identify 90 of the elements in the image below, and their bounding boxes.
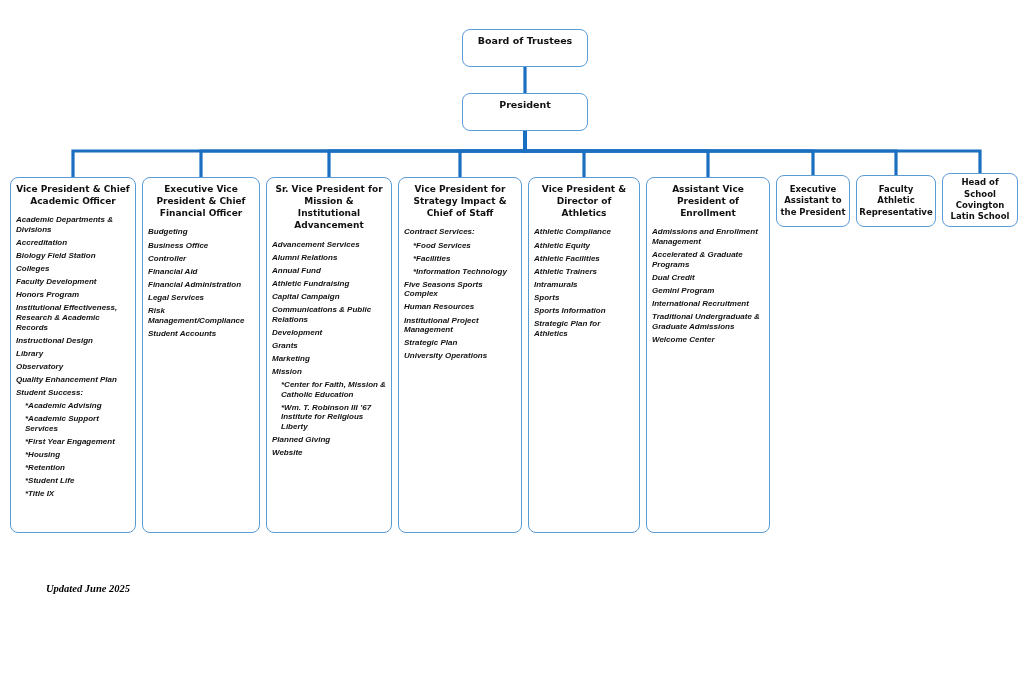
department-item: Intramurals	[534, 279, 579, 290]
department-item: Risk Management/Compliance	[148, 306, 246, 326]
department-item: Website	[272, 448, 304, 458]
department-item: Strategic Plan for Athletics	[534, 319, 602, 339]
department-item: Institutional Project Management	[404, 315, 480, 335]
department-item: Legal Services	[148, 292, 206, 303]
department-item: Dual Credit	[652, 272, 696, 283]
department-item: Athletic Fundraising	[272, 278, 351, 289]
role-title: Sr. Vice President for Mission & Institutional Advancement	[274, 183, 384, 232]
department-item: Controller	[148, 253, 188, 264]
department-item: Athletic Equity	[534, 240, 591, 251]
department-item: Academic Departments & Divisions	[16, 215, 114, 235]
department-item: Welcome Center	[652, 334, 716, 345]
org-box	[776, 175, 850, 227]
department-item: Mission	[272, 367, 303, 377]
department-item: Budgeting	[148, 227, 189, 237]
department-item: Business Office	[148, 240, 210, 251]
org-box	[528, 177, 640, 533]
department-item: Five Seasons Sports Complex	[404, 279, 484, 299]
department-item: Honors Program	[16, 290, 81, 300]
department-item: Athletic Compliance	[534, 227, 612, 237]
department-item: Library	[16, 348, 45, 359]
connector-line	[523, 67, 527, 93]
department-item: Capital Campaign	[272, 291, 341, 302]
department-item: Sports	[534, 292, 561, 303]
department-item: Quality Enhancement Plan	[16, 375, 118, 385]
role-title: Assistant Vice President of Enrollment	[671, 183, 745, 220]
department-item: Instructional Design	[16, 335, 94, 346]
org-box	[942, 173, 1018, 227]
department-item: Alumni Relations	[272, 252, 339, 263]
department-item: Financial Aid	[148, 266, 199, 277]
org-box	[856, 175, 936, 227]
role-title: Executive Assistant to the President	[779, 183, 847, 219]
department-item: Accelerated & Graduate Programs	[652, 250, 744, 270]
department-item: Financial Administration	[148, 279, 243, 290]
department-item: *First Year Engagement	[24, 436, 116, 447]
department-item: Accreditation	[16, 237, 69, 248]
department-item: Student Success:	[16, 388, 85, 398]
department-item: *Student Life	[24, 476, 76, 486]
role-title: President	[498, 99, 552, 112]
department-item: Strategic Plan	[404, 338, 459, 348]
department-item: University Operations	[404, 351, 489, 361]
role-title: Executive Vice President & Chief Financial Officer	[155, 183, 247, 220]
department-item: Admissions and Enrollment Management	[652, 227, 759, 247]
role-title: Vice President & Chief Academic Officer	[16, 183, 130, 208]
department-item: Planned Giving	[272, 435, 332, 445]
department-item: Athletic Facilities	[534, 253, 601, 264]
department-item: *Food Services	[412, 240, 472, 251]
org-box	[646, 177, 770, 533]
department-item: Gemini Program	[652, 285, 716, 296]
role-title: Vice President & Director of Athletics	[540, 183, 628, 220]
role-title: Head of School Covington Latin School	[949, 177, 1011, 223]
department-item: Institutional Effectiveness, Research & Academic Records	[16, 303, 119, 333]
department-item: Observatory	[16, 361, 65, 372]
role-title: Faculty Athletic Representative	[859, 183, 933, 219]
department-item: Marketing	[272, 353, 311, 364]
department-item: Athletic Trainers	[534, 266, 598, 277]
org-box	[398, 177, 522, 533]
department-item: *Housing	[24, 450, 62, 460]
department-item: Faculty Development	[16, 277, 98, 287]
department-item: *Center for Faith, Mission & Catholic Education	[280, 380, 386, 400]
department-item: Human Resources	[404, 302, 476, 313]
department-item: Biology Field Station	[16, 251, 97, 261]
org-box	[142, 177, 260, 533]
department-item: *Academic Advising	[24, 401, 103, 411]
org-box	[10, 177, 136, 533]
department-item: Development	[272, 327, 324, 338]
department-item: *Retention	[24, 463, 66, 473]
update-note: Updated June 2025	[46, 583, 130, 594]
department-item: International Recruitment	[652, 299, 750, 309]
department-item: Colleges	[16, 264, 51, 274]
role-title: Board of Trustees	[476, 35, 574, 48]
department-item: *Academic Support Services	[24, 414, 100, 434]
org-box	[462, 29, 588, 67]
department-item: Traditional Undergraduate & Graduate Admissions	[652, 312, 761, 332]
department-item: Contract Services:	[404, 227, 476, 237]
department-item: Grants	[272, 340, 299, 351]
department-item: Communications & Public Relations	[272, 305, 373, 325]
department-item: *Wm. T. Robinson III ’67 Institute for Religious Liberty	[280, 402, 373, 432]
org-box	[266, 177, 392, 533]
department-item: Sports Information	[534, 306, 607, 316]
department-item: Annual Fund	[272, 265, 322, 276]
department-item: *Title IX	[24, 489, 56, 499]
department-item: Student Accounts	[148, 328, 218, 339]
connector-line	[523, 131, 982, 173]
role-title: Vice President for Strategy Impact & Chief of Staff	[412, 183, 508, 220]
org-box	[462, 93, 588, 131]
department-item: Advancement Services	[272, 239, 361, 250]
department-item: *Facilities	[412, 253, 452, 264]
department-item: *Information Technology	[412, 266, 508, 277]
